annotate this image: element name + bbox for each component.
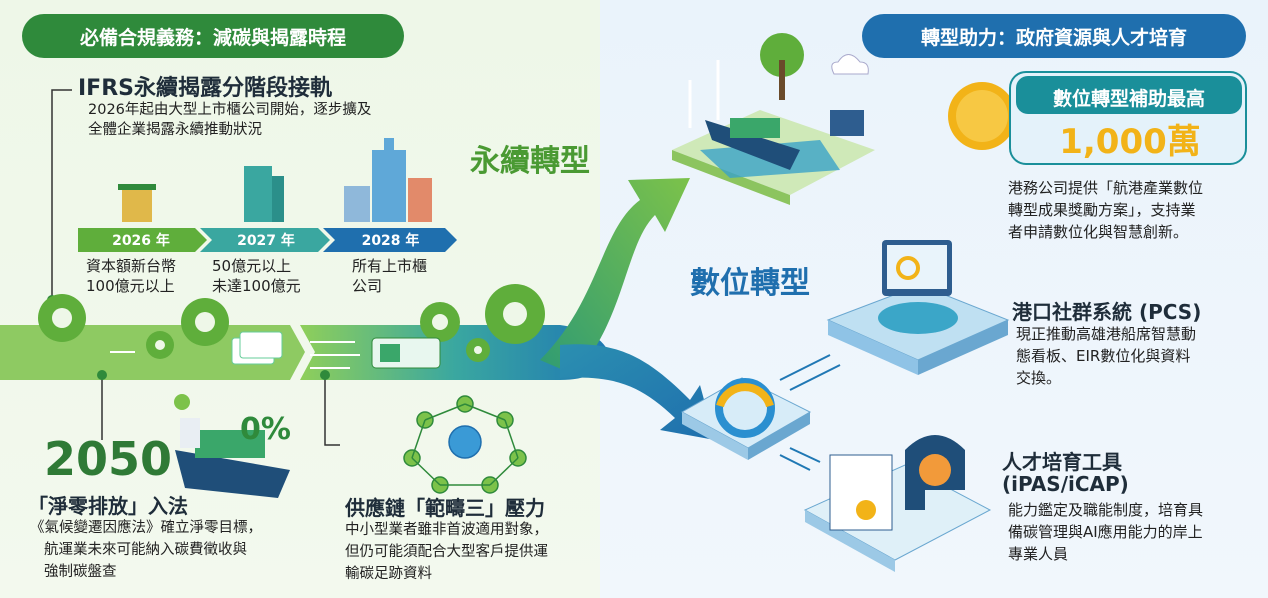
chevron-2028 — [323, 228, 457, 252]
netzero-line1: 《氣候變遷因應法》確立淨零目標， — [30, 520, 262, 536]
connector-ifrs — [51, 89, 72, 300]
building-icon-large — [344, 138, 432, 222]
timeline-year-2027: 2027 年 — [237, 233, 295, 249]
pcs-title: 港口社群系統 (PCS) — [1012, 300, 1202, 324]
subsidy-amount: 1,000萬 — [1059, 122, 1201, 162]
supply-chain-title: 供應鏈「範疇三」壓力 — [345, 496, 545, 520]
supply-network-icon — [403, 395, 527, 494]
timeline-year-2026: 2026 年 — [112, 233, 170, 249]
supply-chain-line1: 中小型業者雖非首波適用對象， — [345, 522, 548, 538]
subsidy-title: 數位轉型補助最高 — [1052, 88, 1205, 110]
talent-subtitle: (iPAS/iCAP) — [1002, 472, 1129, 496]
timeline-2026-line2: 100億元以上 — [86, 277, 175, 295]
pcs-line1: 現正推動高雄港船席智慧動 — [1016, 325, 1197, 343]
right-section-header: 轉型助力：政府資源與人才培育 — [862, 14, 1246, 58]
right-connectors — [779, 354, 841, 471]
ifrs-desc-line2: 全體企業揭露永續推動狀況 — [88, 122, 262, 138]
chevron-2027 — [200, 228, 330, 252]
subsidy-card-title-bg — [1016, 76, 1242, 114]
timeline-2028-line2: 公司 — [352, 277, 383, 295]
timeline-2028-line1: 所有上市櫃 — [352, 257, 428, 275]
talent-title: 人才培育工具 — [1002, 450, 1122, 474]
timeline-2026-line1: 資本額新台幣 — [86, 257, 177, 275]
supply-chain-line2: 但仍可能須配合大型客戶提供運 — [345, 544, 548, 560]
subsidy-line2: 轉型成果獎勵方案」，支持業 — [1008, 201, 1196, 219]
timeline-year-2028: 2028 年 — [361, 233, 420, 249]
hub-device-illustration — [680, 377, 812, 460]
subsidy-line1: 港務公司提供「航港產業數位 — [1008, 179, 1204, 197]
chevron-2026 — [78, 228, 207, 252]
talent-illustration — [803, 435, 992, 572]
left-section-header: 必備合規義務：減碳與揭露時程 — [22, 14, 404, 58]
netzero-year: 2050 — [44, 432, 173, 486]
ifrs-title: IFRS永續揭露分階段接軌 — [78, 76, 332, 101]
digital-transformation-label: 數位轉型 — [690, 266, 810, 301]
supply-chain-line3: 輸碳足跡資料 — [345, 566, 432, 582]
netzero-title: 「淨零排放」入法 — [28, 494, 188, 518]
ifrs-desc-line1: 2026年起由大型上市櫃公司開始，逐步擴及 — [88, 102, 372, 118]
netzero-line3: 強制碳盤查 — [44, 564, 117, 580]
sustainable-transformation-label: 永續轉型 — [470, 144, 590, 179]
motion-arrows — [110, 341, 360, 369]
gear-icon — [38, 284, 545, 362]
netzero-line2: 航運業未來可能納入碳費徵收與 — [44, 542, 247, 558]
pcs-line3: 交換。 — [1016, 369, 1062, 387]
building-icon-medium — [244, 166, 284, 222]
green-port-illustration — [672, 33, 875, 205]
sustainable-arrow — [540, 178, 690, 375]
document-stack-icon — [231, 331, 283, 365]
connector-supply — [324, 375, 340, 446]
talent-line2: 備碳管理與AI應用能力的岸上 — [1008, 523, 1203, 541]
timeline-2027-line2: 未達100億元 — [212, 277, 301, 295]
building-icon-small — [118, 184, 156, 222]
data-box-icon — [371, 337, 441, 369]
timeline-2027-line1: 50億元以上 — [212, 257, 292, 275]
talent-line1: 能力鑑定及職能制度，培育具 — [1008, 501, 1204, 519]
talent-line3: 專業人員 — [1008, 545, 1069, 563]
pcs-server-illustration — [826, 240, 1010, 375]
cargo-ship-icon — [174, 394, 290, 498]
coin-icon — [948, 82, 1016, 150]
digital-arrow — [560, 344, 715, 440]
subsidy-line3: 者申請數位化與智慧創新。 — [1008, 223, 1189, 241]
pcs-line2: 態看板、EIR數位化與資料 — [1016, 347, 1191, 365]
zero-emission-label: 0% — [240, 412, 291, 447]
